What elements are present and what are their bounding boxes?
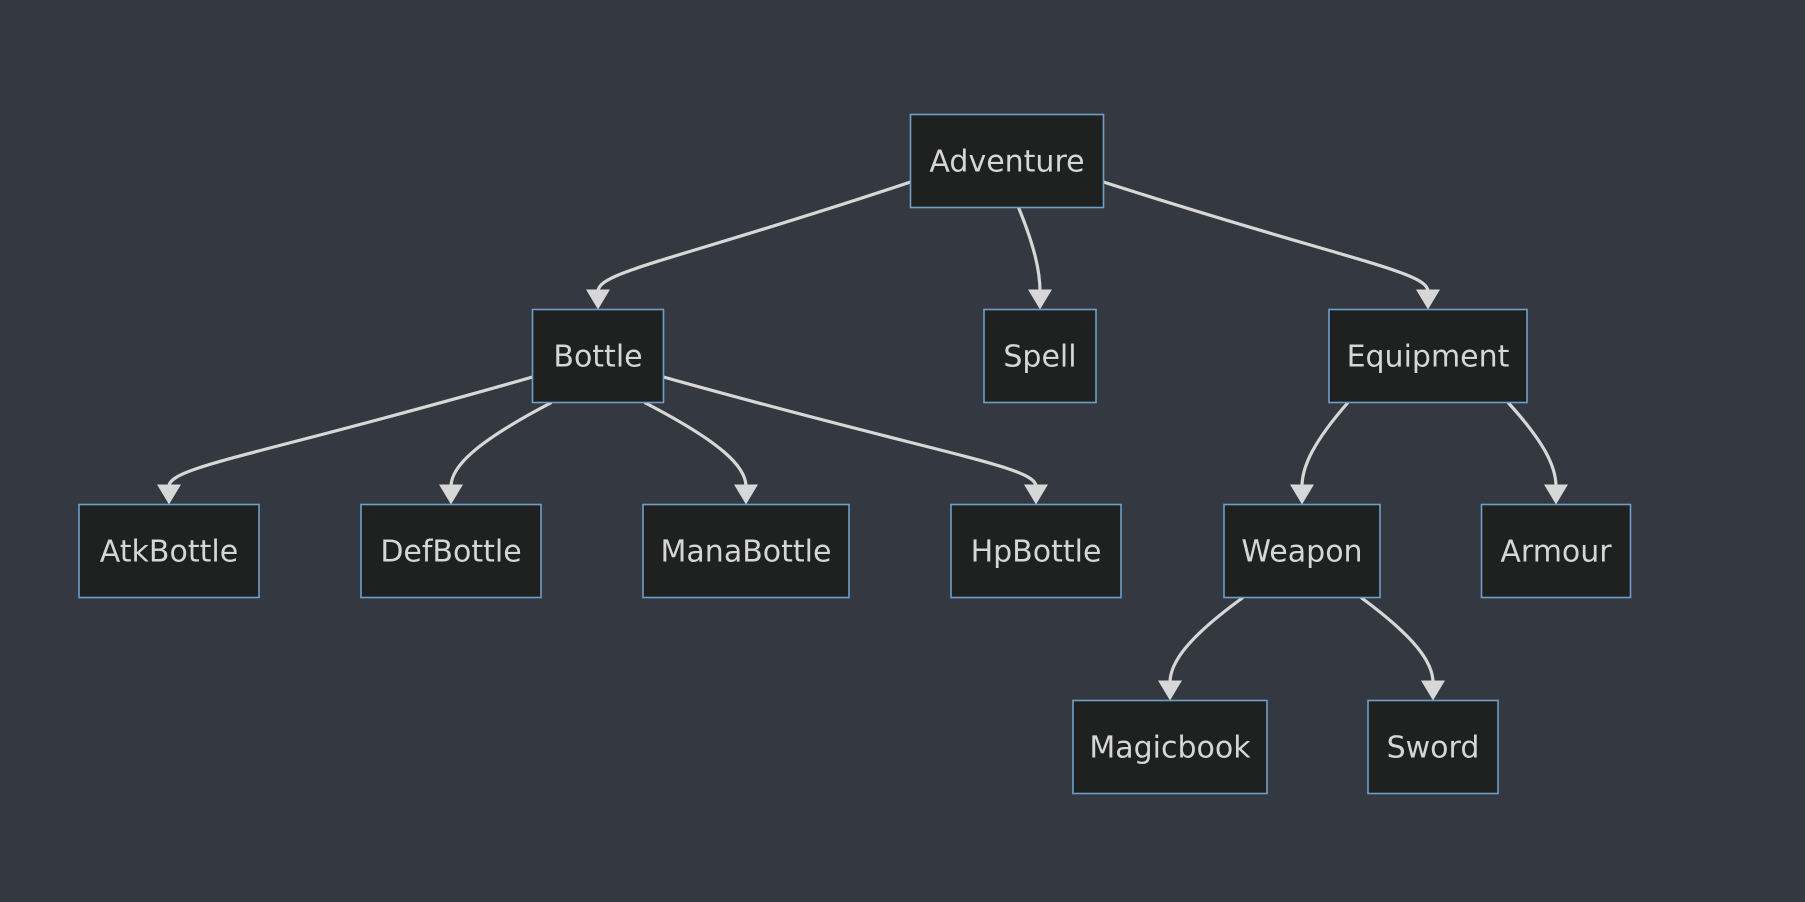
arrowhead-weapon-magicbook <box>1158 680 1182 701</box>
edge-bottle-defbottle <box>449 401 553 487</box>
node-label-weapon: Weapon <box>1241 535 1362 570</box>
arrowhead-bottle-manabottle <box>734 484 758 505</box>
node-atkbottle: AtkBottle <box>78 503 260 599</box>
arrowhead-adventure-bottle <box>586 289 610 310</box>
node-defbottle: DefBottle <box>360 503 542 599</box>
edge-adventure-bottle <box>596 180 912 292</box>
node-box-sword <box>1367 699 1499 795</box>
edge-adventure-equipment <box>1103 180 1430 292</box>
arrowhead-equipment-weapon <box>1290 484 1314 505</box>
edge-equipment-armour <box>1506 401 1558 487</box>
node-label-manabottle: ManaBottle <box>661 535 832 570</box>
node-box-weapon <box>1223 503 1381 599</box>
node-label-defbottle: DefBottle <box>380 535 521 570</box>
node-label-equipment: Equipment <box>1347 340 1510 375</box>
edge-equipment-weapon <box>1300 401 1350 487</box>
node-box-armour <box>1480 503 1632 599</box>
node-box-atkbottle <box>78 503 260 599</box>
node-label-spell: Spell <box>1003 340 1076 375</box>
arrowhead-adventure-equipment <box>1416 289 1440 310</box>
node-bottle: Bottle <box>531 308 665 404</box>
node-spell: Spell <box>983 308 1097 404</box>
arrowhead-equipment-armour <box>1544 484 1568 505</box>
edges-layer <box>157 180 1568 701</box>
node-label-armour: Armour <box>1500 535 1612 570</box>
arrowhead-bottle-atkbottle <box>157 484 181 505</box>
edge-weapon-magicbook <box>1168 596 1244 683</box>
node-magicbook: Magicbook <box>1072 699 1268 795</box>
node-box-bottle <box>531 308 665 404</box>
node-box-manabottle <box>642 503 850 599</box>
edge-bottle-hpbottle <box>663 375 1038 487</box>
arrowhead-adventure-spell <box>1028 289 1052 310</box>
node-adventure: Adventure <box>909 113 1105 209</box>
node-label-hpbottle: HpBottle <box>971 535 1102 570</box>
node-label-magicbook: Magicbook <box>1089 731 1251 766</box>
arrowhead-bottle-hpbottle <box>1024 484 1048 505</box>
edge-weapon-sword <box>1360 596 1435 683</box>
node-label-bottle: Bottle <box>553 340 642 375</box>
edge-bottle-atkbottle <box>167 375 533 487</box>
node-box-magicbook <box>1072 699 1268 795</box>
node-box-spell <box>983 308 1097 404</box>
node-label-adventure: Adventure <box>929 145 1084 180</box>
node-sword: Sword <box>1367 699 1499 795</box>
node-box-hpbottle <box>950 503 1122 599</box>
node-box-defbottle <box>360 503 542 599</box>
node-label-atkbottle: AtkBottle <box>100 535 238 570</box>
arrowhead-weapon-sword <box>1421 680 1445 701</box>
node-equipment: Equipment <box>1328 308 1528 404</box>
arrowhead-bottle-defbottle <box>439 484 463 505</box>
node-hpbottle: HpBottle <box>950 503 1122 599</box>
edge-bottle-manabottle <box>643 401 748 487</box>
node-manabottle: ManaBottle <box>642 503 850 599</box>
node-weapon: Weapon <box>1223 503 1381 599</box>
node-armour: Armour <box>1480 503 1632 599</box>
node-box-equipment <box>1328 308 1528 404</box>
edge-adventure-spell <box>1017 206 1042 292</box>
node-box-adventure <box>909 113 1105 209</box>
node-label-sword: Sword <box>1387 731 1480 766</box>
